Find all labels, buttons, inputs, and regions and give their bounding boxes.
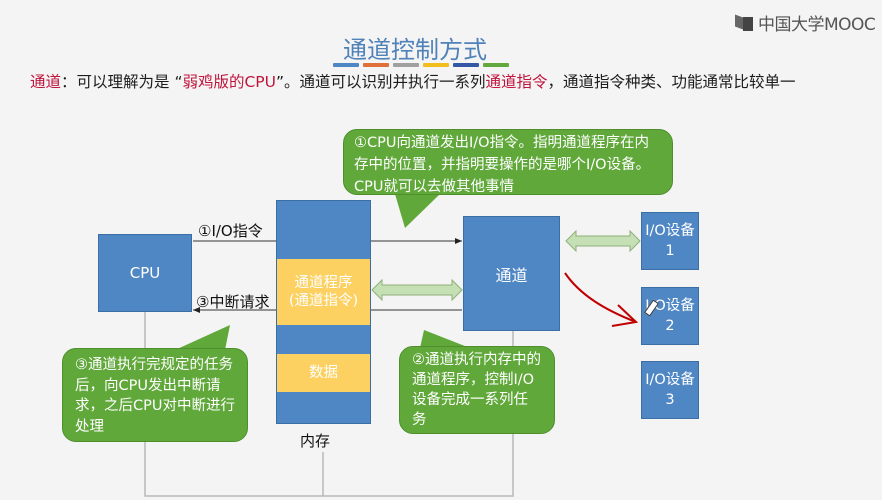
channel-program-slot: 通道程序 (通道指令)	[277, 259, 370, 325]
intro-highlight-channel-instructions: 通道指令	[485, 73, 548, 91]
cpu-box: CPU	[98, 234, 192, 312]
color-bar	[333, 63, 359, 67]
io-device-1: I/O设备1	[641, 212, 699, 270]
callout-step1-tail	[395, 194, 440, 228]
channel-instructions-label: (通道指令)	[288, 293, 359, 309]
callout-step3: ③通道执行完规定的任务后，向CPU发出中断请求，之后CPU对中断进行处理	[62, 348, 248, 442]
channel-io1-double-arrow	[565, 229, 641, 253]
color-bar	[423, 63, 449, 67]
intro-text-1: ：可以理解为是 “	[61, 73, 183, 91]
data-slot: 数据	[277, 354, 370, 392]
callout-step1: ①CPU向通道发出I/O指令。指明通道程序在内存中的位置，并指明要操作的是哪个I…	[343, 129, 673, 195]
channel-box: 通道	[463, 216, 560, 331]
red-annotation-arrowhead	[611, 304, 639, 327]
slide-title: 通道控制方式	[343, 36, 487, 64]
interrupt-request-label: ③中断请求	[196, 293, 270, 311]
color-bar	[453, 63, 479, 67]
intro-paragraph: 通道：可以理解为是 “弱鸡版的CPU”。通道可以识别并执行一系列通道指令，通道指…	[30, 72, 800, 93]
intro-highlight-weak-cpu: 弱鸡版的CPU	[182, 73, 276, 91]
color-bar	[393, 63, 419, 67]
intro-term: 通道	[30, 73, 62, 91]
callout-step2: ②通道执行内存中的通道程序，控制I/O设备完成一系列任务	[399, 346, 555, 434]
io-device-3: I/O设备3	[641, 361, 699, 419]
title-color-bars	[333, 63, 509, 67]
mooc-logo-icon	[735, 14, 755, 32]
mooc-logo: 中国大学MOOC	[735, 10, 876, 35]
intro-text-2: ”。通道可以识别并执行一系列	[276, 73, 486, 91]
callout-step3-tail	[175, 325, 230, 350]
color-bar	[363, 63, 389, 67]
channel-program-label: 通道程序	[294, 275, 353, 291]
red-annotation-arrow	[564, 272, 637, 323]
memory-channel-double-arrow	[371, 278, 463, 302]
memory-block: 通道程序 (通道指令) 数据	[276, 200, 371, 424]
mooc-logo-text: 中国大学MOOC	[758, 15, 876, 35]
intro-text-3: ，通道指令种类、功能通常比较单一	[547, 73, 796, 91]
color-bar	[483, 63, 509, 67]
io-instruction-label: ①I/O指令	[198, 222, 263, 240]
callout-step2-tail	[420, 330, 470, 348]
memory-label: 内存	[300, 432, 331, 450]
